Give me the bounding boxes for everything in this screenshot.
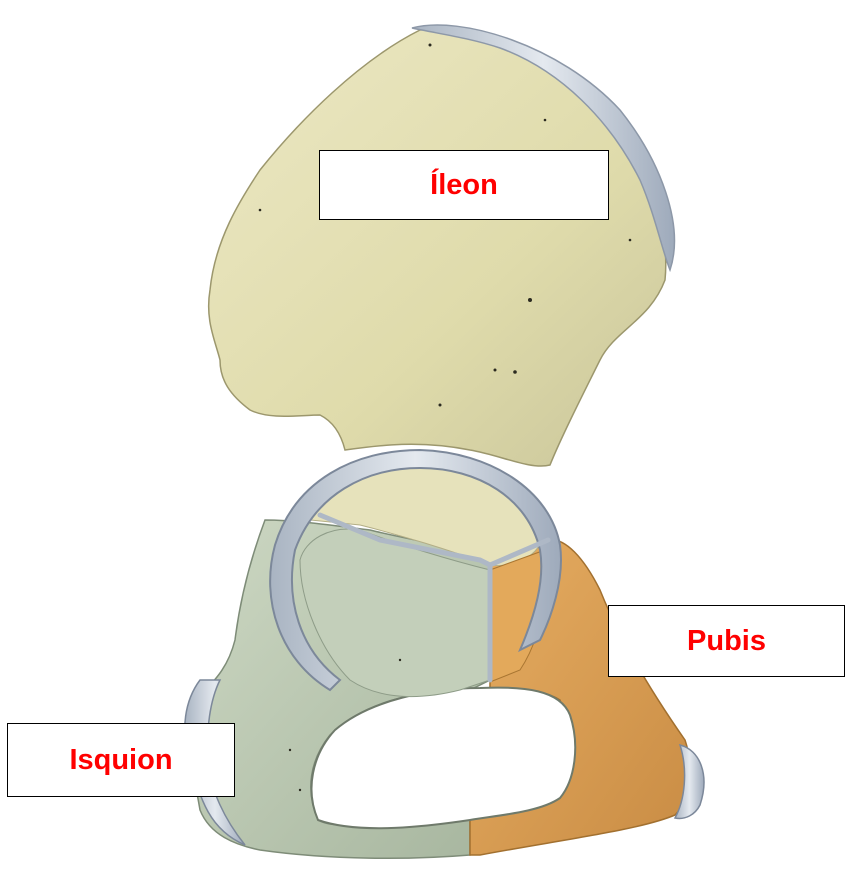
label-ileon: Íleon <box>430 169 498 202</box>
label-box-isquion: Isquion <box>7 723 235 797</box>
label-isquion: Isquion <box>69 744 172 777</box>
label-box-pubis: Pubis <box>608 605 845 677</box>
label-box-ileon: Íleon <box>319 150 609 220</box>
label-pubis: Pubis <box>687 625 766 658</box>
